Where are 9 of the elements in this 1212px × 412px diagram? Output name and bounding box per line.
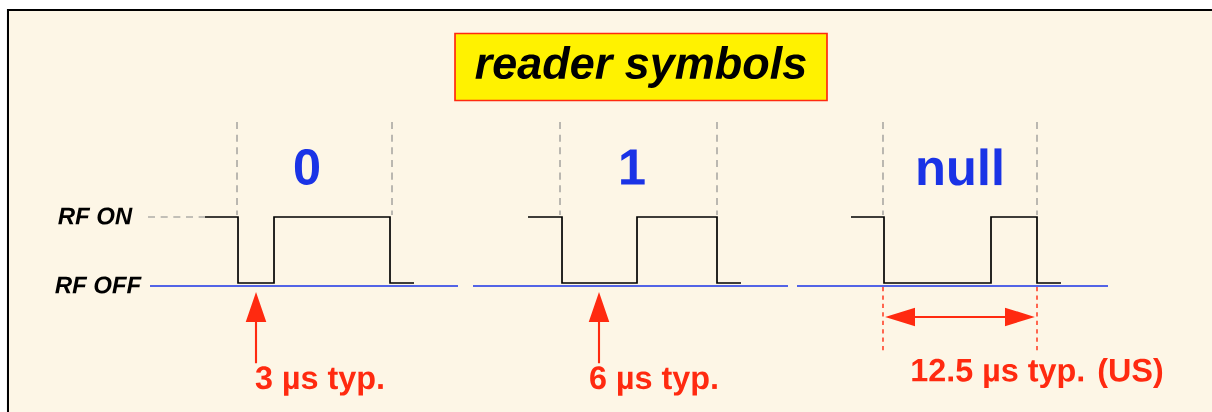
dimension-label: 12.5 µs typ. (US) xyxy=(912,357,1163,389)
symbol-label: 0 xyxy=(294,149,319,185)
title-box: reader symbols xyxy=(454,32,828,102)
level-label: RF ON xyxy=(58,207,133,225)
level-label: RF OFF xyxy=(55,276,142,294)
symbol-label: null xyxy=(918,148,1002,186)
annotation-label: 6 µs typ. xyxy=(590,366,717,396)
symbol-label: 1 xyxy=(621,149,645,185)
annotation-label: 3 µs typ. xyxy=(255,366,383,396)
